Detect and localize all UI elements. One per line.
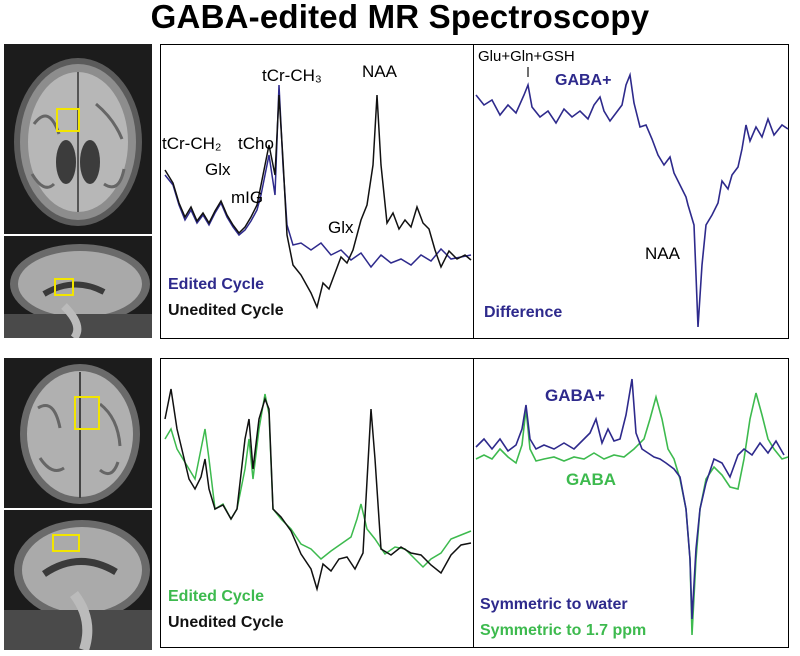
difference-plot — [475, 67, 789, 328]
legend-symmetric-water: Symmetric to water — [480, 596, 628, 613]
voxel-roi — [56, 108, 80, 132]
brain-sagittal-image — [4, 510, 152, 650]
unedited-cycle-line — [164, 94, 472, 310]
brain-sagittal-image — [4, 236, 152, 338]
label-glu-gln-gsh: Glu+Gln+GSH — [478, 48, 575, 65]
symmetric-panel — [473, 358, 789, 648]
legend-unedited-bottom: Unedited Cycle — [168, 614, 284, 631]
voxel-roi — [52, 534, 80, 552]
label-glx-left: Glx — [205, 160, 231, 179]
voxel-roi — [74, 396, 100, 430]
top-spectra-panel — [160, 44, 474, 339]
legend-unedited-top: Unedited Cycle — [168, 302, 284, 319]
label-glx-mid: Glx — [328, 218, 354, 237]
label-naa: NAA — [362, 62, 397, 81]
label-gaba-plus-bottom: GABA+ — [545, 386, 605, 405]
mri-sagittal-top — [4, 236, 152, 338]
legend-symmetric-1-7: Symmetric to 1.7 ppm — [480, 622, 647, 639]
symmetric-water-line — [475, 378, 785, 620]
bottom-spectra-plot — [164, 388, 472, 592]
bottom-spectra-panel — [160, 358, 474, 648]
brain-axial-image — [4, 44, 152, 234]
label-mig: mIG — [231, 188, 264, 207]
top-spectra-plot — [164, 84, 472, 310]
mri-axial-bottom — [4, 358, 152, 508]
label-tcr-ch2: tCr-CH₂ — [162, 134, 222, 153]
label-tcr-ch3: tCr-CH₃ — [262, 66, 322, 85]
difference-line — [475, 71, 789, 328]
legend-edited-top: Edited Cycle — [168, 276, 265, 293]
difference-panel — [473, 44, 789, 339]
label-gaba-bottom: GABA — [566, 470, 617, 489]
edited-cycle-line — [164, 393, 472, 569]
symmetric-plot — [475, 378, 789, 636]
legend-difference: Difference — [484, 304, 563, 321]
label-naa-diff: NAA — [645, 244, 680, 263]
voxel-roi — [54, 278, 74, 296]
mri-axial-top — [4, 44, 152, 234]
legend-edited-bottom: Edited Cycle — [168, 588, 265, 605]
figure-title: GABA-edited MR Spectroscopy — [150, 0, 650, 35]
unedited-cycle-line — [164, 388, 472, 592]
brain-axial-image — [4, 358, 152, 508]
label-gaba-plus-top: GABA+ — [555, 72, 612, 89]
mri-sagittal-bottom — [4, 510, 152, 650]
label-tcho: tCho — [238, 134, 274, 153]
